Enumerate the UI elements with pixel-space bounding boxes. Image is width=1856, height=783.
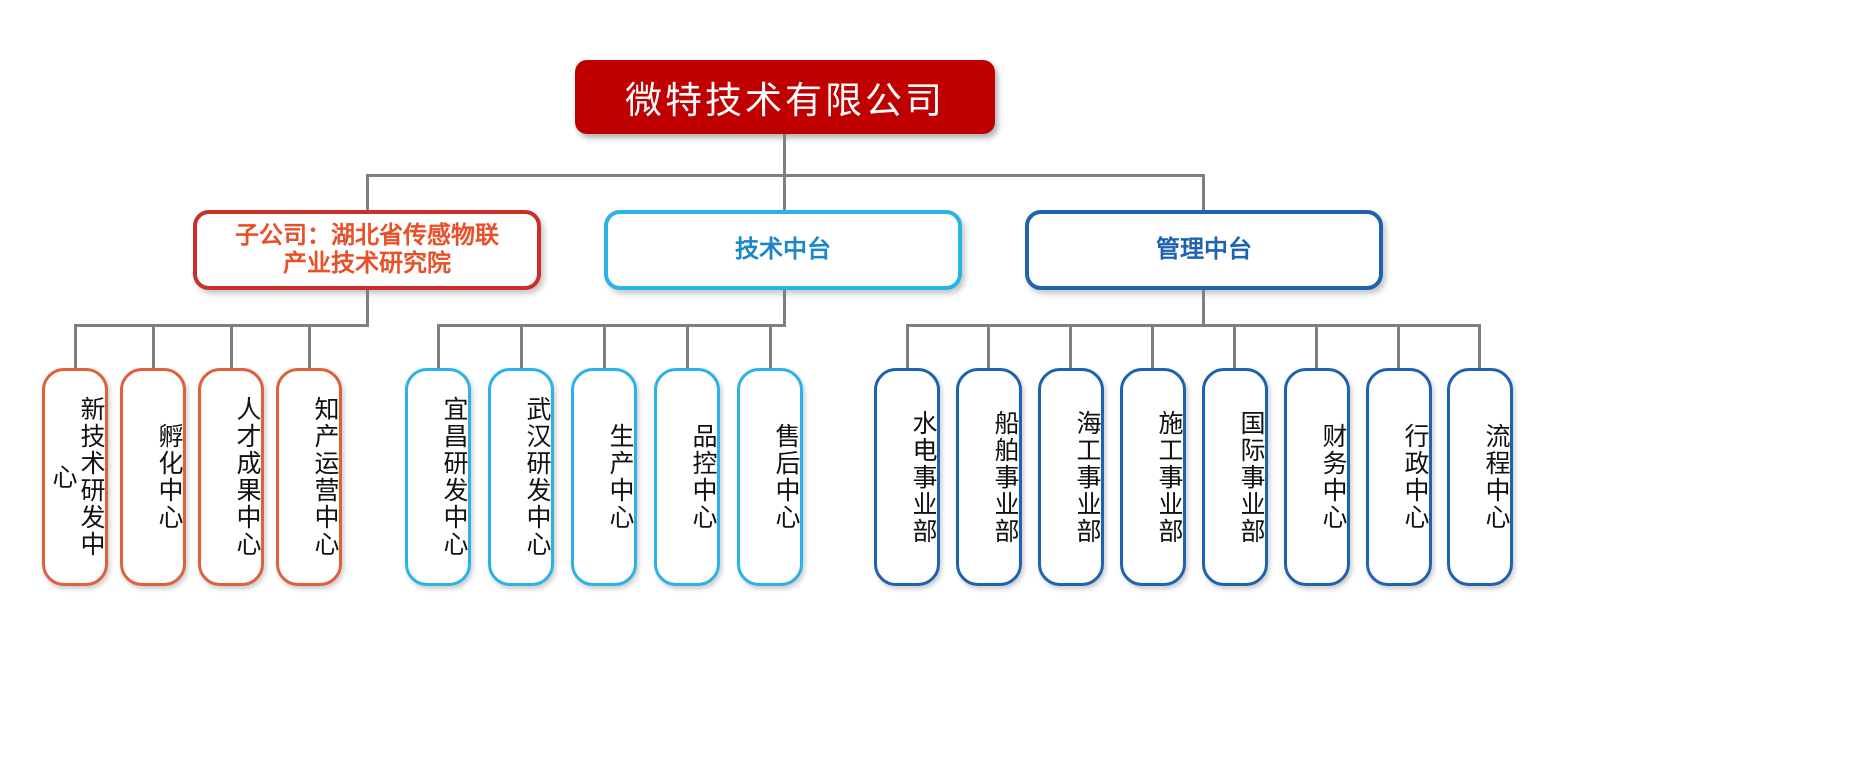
connector-tech-drop-4 (686, 324, 689, 368)
leaf-label: 孵化中心 (155, 423, 183, 531)
branch-management-label: 管理中台 (1156, 235, 1252, 263)
leaf-label: 武汉研发中心 (523, 396, 551, 558)
connector-management-drop-3 (1069, 324, 1072, 368)
connector-management-drop-2 (987, 324, 990, 368)
branch-subsidiary-label-line1: 子公司：湖北省传感物联 (235, 221, 499, 249)
connector-management-drop-6 (1315, 324, 1318, 368)
root-node-label: 微特技术有限公司 (625, 80, 945, 121)
leaf-label: 售后中心 (772, 423, 800, 531)
connector-management-drop-5 (1233, 324, 1236, 368)
leaf-label: 施工事业部 (1155, 409, 1183, 545)
connector-subsidiary-stem (366, 290, 369, 324)
connector-subsidiary-drop-4 (308, 324, 311, 368)
leaf-node-hydropower-division[interactable]: 水电事业部 (874, 368, 940, 586)
leaf-node-international-division[interactable]: 国际事业部 (1202, 368, 1268, 586)
connector-root-trunk (783, 134, 786, 174)
connector-tech-bus (437, 324, 786, 327)
connector-management-drop-7 (1397, 324, 1400, 368)
leaf-label: 知产运营中心 (311, 396, 339, 558)
connector-management-drop-8 (1478, 324, 1481, 368)
connector-subsidiary-bus (74, 324, 369, 327)
leaf-node-incubation-center[interactable]: 孵化中心 (120, 368, 186, 586)
leaf-label: 水电事业部 (909, 409, 937, 545)
connector-subsidiary-drop-3 (230, 324, 233, 368)
leaf-label: 品控中心 (689, 423, 717, 531)
connector-management-drop-4 (1151, 324, 1154, 368)
connector-management-drop-1 (906, 324, 909, 368)
leaf-node-shipbuilding-division[interactable]: 船舶事业部 (956, 368, 1022, 586)
leaf-node-after-sales-center[interactable]: 售后中心 (737, 368, 803, 586)
leaf-node-wuhan-rd-center[interactable]: 武汉研发中心 (488, 368, 554, 586)
connector-drop-subsidiary (366, 174, 369, 210)
leaf-node-ip-operation-center[interactable]: 知产运营中心 (276, 368, 342, 586)
connector-subsidiary-drop-1 (74, 324, 77, 368)
leaf-node-production-center[interactable]: 生产中心 (571, 368, 637, 586)
leaf-label: 海工事业部 (1073, 409, 1101, 545)
connector-management-stem (1202, 290, 1205, 324)
connector-subsidiary-drop-2 (152, 324, 155, 368)
leaf-label: 行政中心 (1401, 423, 1429, 531)
leaf-node-new-tech-rd-center[interactable]: 新技术研发中心 (42, 368, 108, 586)
connector-tech-drop-2 (520, 324, 523, 368)
leaf-label: 人才成果中心 (233, 396, 261, 558)
leaf-node-finance-center[interactable]: 财务中心 (1284, 368, 1350, 586)
leaf-node-yichang-rd-center[interactable]: 宜昌研发中心 (405, 368, 471, 586)
connector-tech-drop-3 (603, 324, 606, 368)
leaf-node-process-center[interactable]: 流程中心 (1447, 368, 1513, 586)
branch-node-tech-middle-platform[interactable]: 技术中台 (604, 210, 962, 290)
leaf-node-construction-division[interactable]: 施工事业部 (1120, 368, 1186, 586)
connector-management-bus (906, 324, 1478, 327)
leaf-node-quality-control-center[interactable]: 品控中心 (654, 368, 720, 586)
leaf-node-offshore-engineering-division[interactable]: 海工事业部 (1038, 368, 1104, 586)
connector-tech-drop-1 (437, 324, 440, 368)
branch-subsidiary-label-line2: 产业技术研究院 (283, 250, 451, 277)
branch-tech-label: 技术中台 (735, 235, 831, 263)
connector-drop-management (1202, 174, 1205, 210)
branch-node-subsidiary[interactable]: 子公司：湖北省传感物联 产业技术研究院 (193, 210, 541, 290)
leaf-label: 国际事业部 (1237, 409, 1265, 545)
leaf-label: 船舶事业部 (991, 409, 1019, 545)
leaf-node-administration-center[interactable]: 行政中心 (1366, 368, 1432, 586)
leaf-label: 宜昌研发中心 (440, 396, 468, 558)
leaf-label: 新技术研发中心 (49, 396, 105, 558)
connector-tech-drop-5 (769, 324, 772, 368)
leaf-label: 流程中心 (1482, 423, 1510, 531)
leaf-label: 生产中心 (606, 423, 634, 531)
connector-tech-stem (783, 290, 786, 324)
leaf-node-talent-achievement-center[interactable]: 人才成果中心 (198, 368, 264, 586)
leaf-label: 财务中心 (1319, 423, 1347, 531)
connector-drop-tech (783, 174, 786, 210)
branch-node-management-middle-platform[interactable]: 管理中台 (1025, 210, 1383, 290)
root-node-company[interactable]: 微特技术有限公司 (575, 60, 995, 134)
